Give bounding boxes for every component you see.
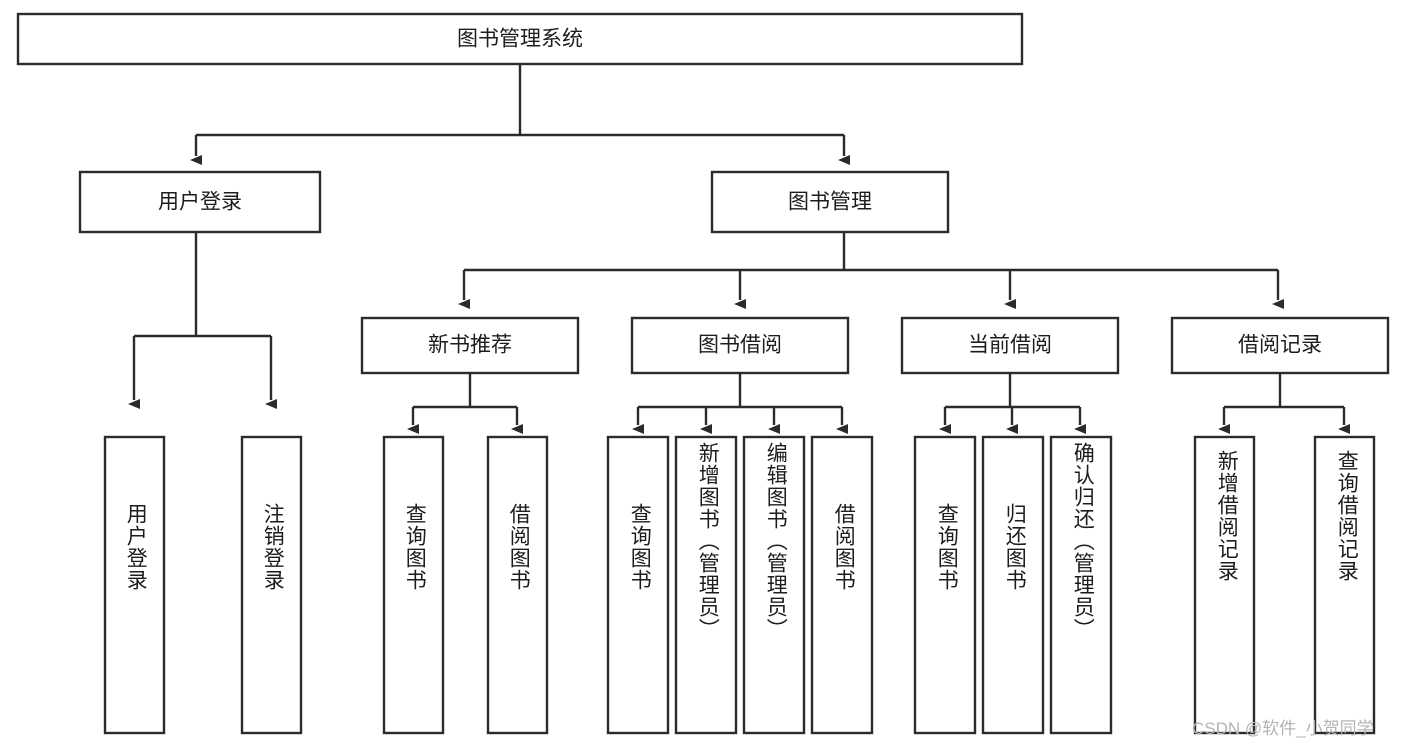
connector-userlogin-to-leaves	[128, 232, 277, 409]
leaf-box-borrow-record-0[interactable]	[1193, 435, 1256, 735]
connector-bookmgmt-to-level3	[458, 232, 1284, 309]
leaf-box-current-borrow-0[interactable]	[913, 435, 977, 735]
leaf-box-user-login-1[interactable]	[240, 435, 303, 735]
node-new-book-recommend-label: 新书推荐	[428, 334, 512, 357]
leaf-box-user-login-0[interactable]	[103, 435, 166, 735]
node-new-book-recommend[interactable]: 新书推荐	[360, 316, 580, 375]
node-book-borrow-label: 图书借阅	[698, 334, 782, 357]
leaf-box-book-borrow-0[interactable]	[606, 435, 670, 735]
node-book-borrow[interactable]: 图书借阅	[630, 316, 850, 375]
node-borrow-record-label: 借阅记录	[1238, 334, 1322, 357]
leaf-box-borrow-record-1[interactable]	[1313, 435, 1376, 735]
csdn-watermark: CSDN @软件_小贺同学	[1192, 719, 1374, 738]
connector-currentborrow-to-leaves	[939, 373, 1086, 434]
leaf-box-current-borrow-2[interactable]	[1049, 435, 1113, 735]
leaf-box-new-book-0[interactable]	[382, 435, 445, 735]
leaf-box-book-borrow-2[interactable]	[742, 435, 806, 735]
node-user-login[interactable]: 用户登录	[78, 170, 322, 234]
connector-bookborrow-to-leaves	[632, 373, 848, 434]
leaf-box-book-borrow-3[interactable]	[810, 435, 874, 735]
leaf-box-book-borrow-1[interactable]	[674, 435, 738, 735]
connector-newbook-to-leaves	[407, 373, 523, 434]
node-borrow-record[interactable]: 借阅记录	[1170, 316, 1390, 375]
connector-root-to-level2	[190, 64, 850, 165]
node-book-management[interactable]: 图书管理	[710, 170, 950, 234]
leaf-box-current-borrow-1[interactable]	[981, 435, 1045, 735]
node-current-borrow[interactable]: 当前借阅	[900, 316, 1120, 375]
node-book-management-label: 图书管理	[788, 191, 872, 214]
connector-borrowrecord-to-leaves	[1218, 373, 1350, 434]
node-root-label: 图书管理系统	[457, 28, 583, 51]
node-root-system[interactable]: 图书管理系统	[16, 12, 1024, 66]
node-current-borrow-label: 当前借阅	[968, 334, 1052, 357]
leaf-box-new-book-1[interactable]	[486, 435, 549, 735]
node-user-login-label: 用户登录	[158, 191, 242, 214]
